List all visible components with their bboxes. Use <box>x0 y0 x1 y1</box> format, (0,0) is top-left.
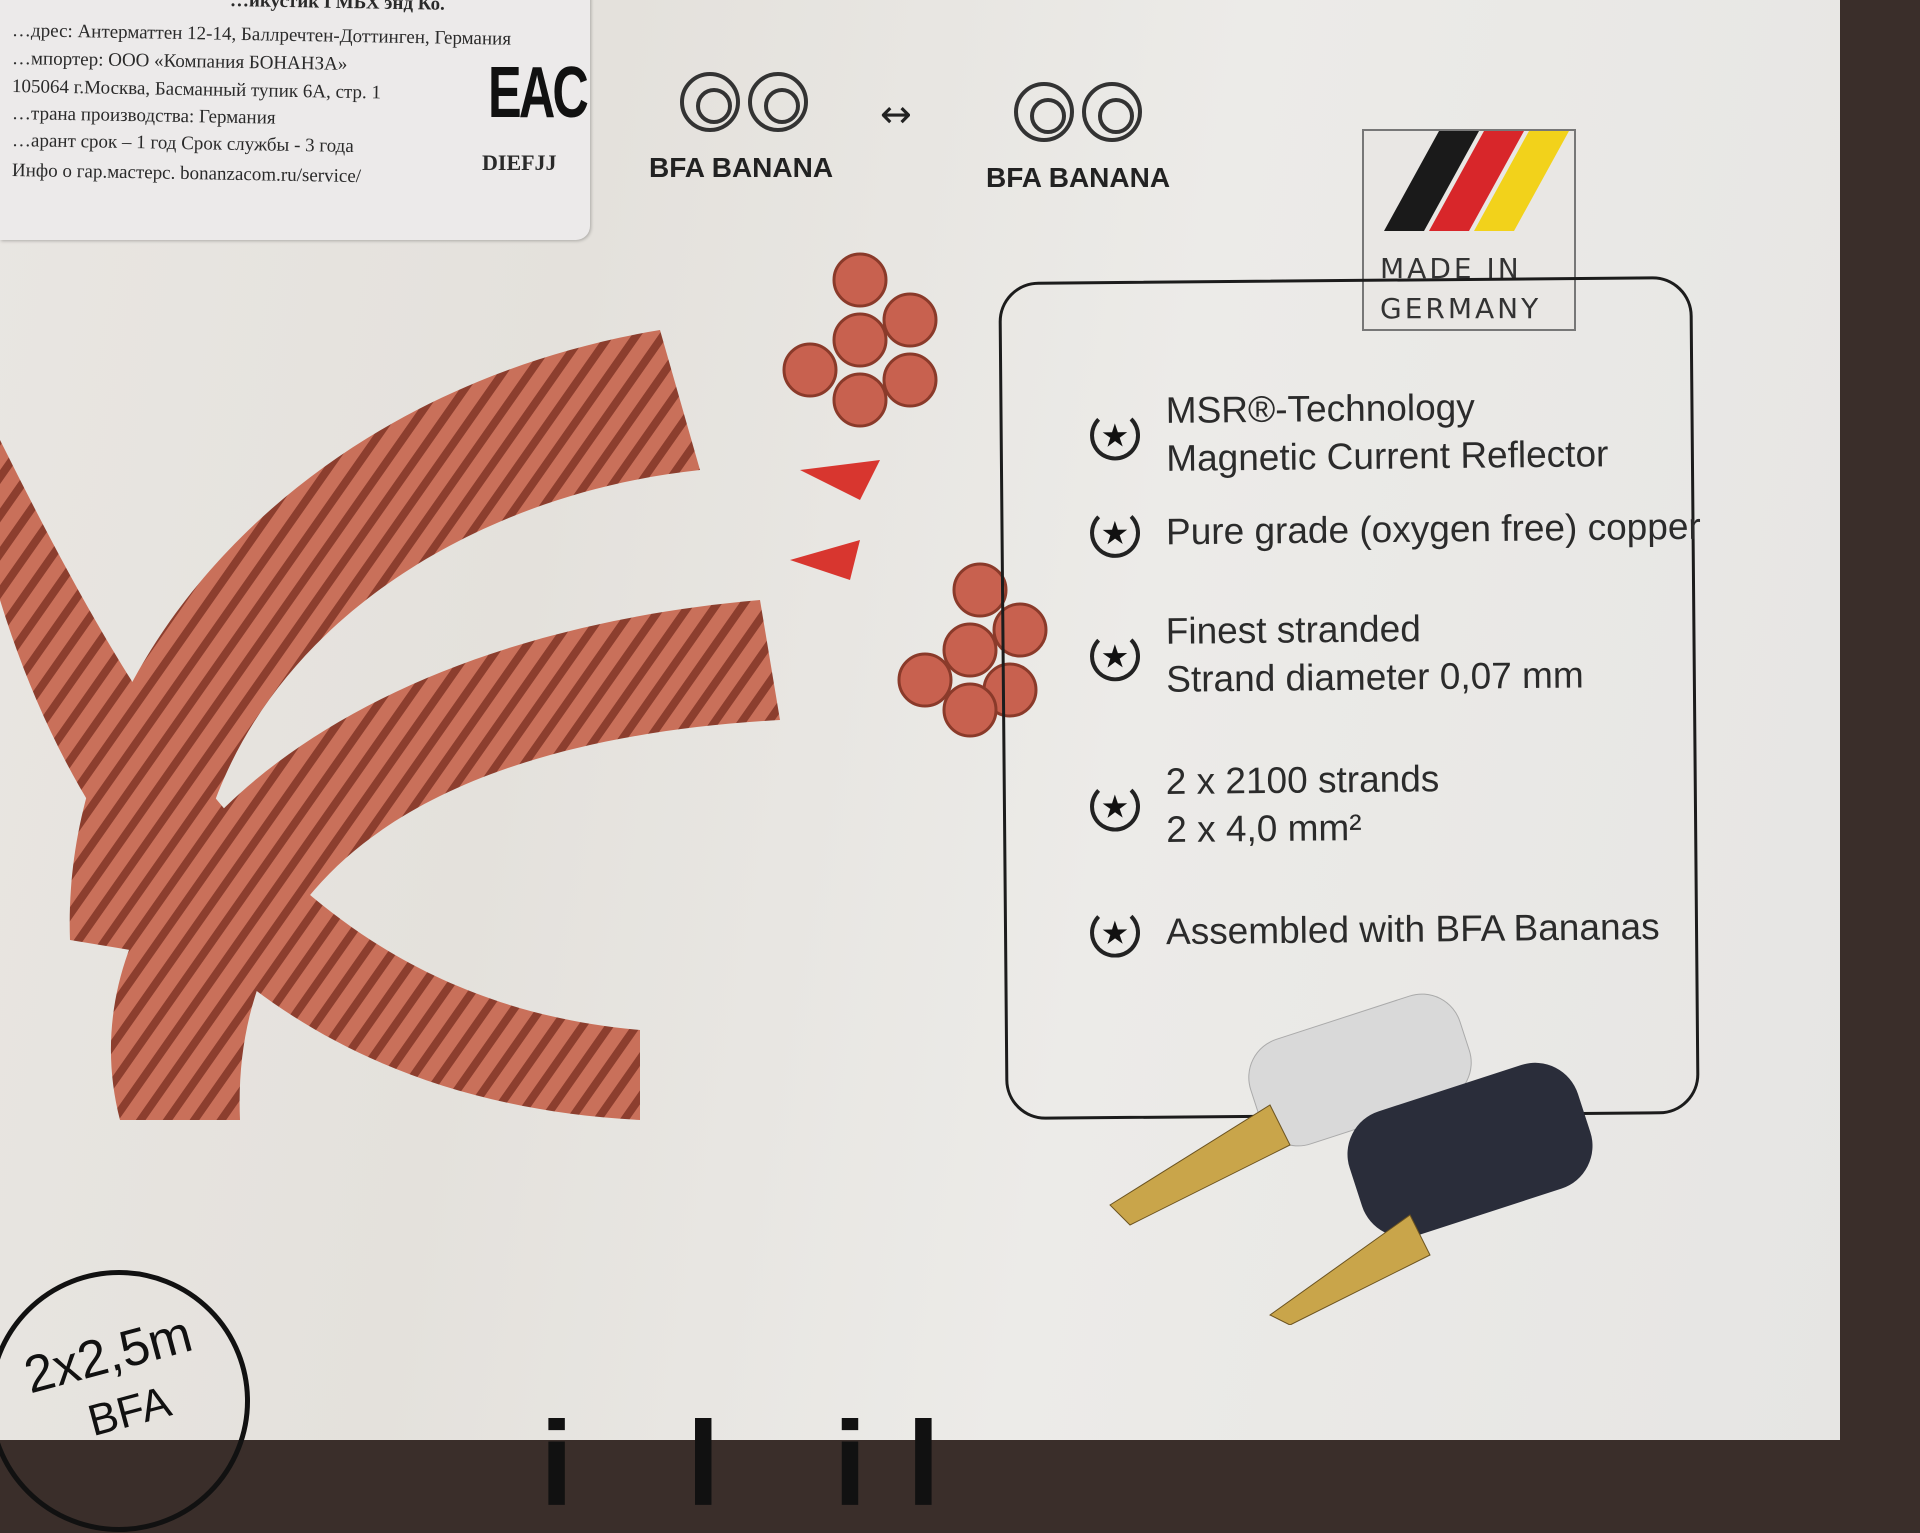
connector-label-right: BFA BANANA <box>986 162 1171 193</box>
sticker-line: Инфо о гар.мастерс. bonanzacom.ru/servic… <box>11 160 362 188</box>
feature-text: Assembled with BFA Bananas <box>1165 906 1660 953</box>
star-icon: ★ <box>1089 410 1141 461</box>
importer-sticker: …икустик ГМБХ энд Ко. …дрес: Антерматтен… <box>0 0 590 240</box>
length-badge: 2x2,5m BFA <box>0 1270 250 1532</box>
magnetic-reflector-arrows <box>790 460 880 580</box>
feature-text: Magnetic Current Reflector <box>1166 433 1609 479</box>
banana-connector-icon <box>680 72 740 132</box>
sticker-line: …арант срок – 1 год Срок службы - 3 года <box>11 130 354 157</box>
feature-item: ★ Assembled with BFA Bananas <box>1089 902 1660 958</box>
feature-text: 2 x 4,0 mm² <box>1166 806 1362 851</box>
sticker-code: DIEFJJ <box>482 150 557 175</box>
feature-item: ★ Pure grade (oxygen free) copper <box>1089 502 1701 559</box>
sticker-line: …дрес: Антерматтен 12-14, Баллречтен-Дот… <box>11 20 512 50</box>
connector-icons-left <box>680 72 808 132</box>
feature-text: MSR®-Technology <box>1165 386 1475 431</box>
sticker-line: …мпортер: ООО «Компания БОНАНЗА» <box>11 48 348 75</box>
connector-label-left: BFA BANANA <box>649 152 834 183</box>
feature-text: Finest stranded <box>1165 608 1421 652</box>
product-box: …икустик ГМБХ энд Ко. …дрес: Антерматтен… <box>0 0 1840 1532</box>
cable-conductor-top <box>69 330 700 960</box>
star-icon: ★ <box>1089 507 1141 559</box>
star-icon: ★ <box>1089 631 1141 682</box>
cable-conductor-bottom <box>110 600 781 1120</box>
made-in-germany-badge: MADE IN GERMANY <box>1362 129 1576 331</box>
star-icon: ★ <box>1089 781 1141 832</box>
sticker-line: …икустик ГМБХ энд Ко. <box>229 0 446 15</box>
banana-connector-icon <box>1082 82 1142 142</box>
eac-mark: EAC <box>488 53 589 133</box>
sticker-line: 105064 г.Москва, Басманный тупик 6А, стр… <box>11 76 382 104</box>
germany-text: GERMANY <box>1380 292 1542 325</box>
german-flag-stripes <box>1384 131 1569 231</box>
banana-connector-icon <box>748 72 808 132</box>
connector-icons-right <box>1014 82 1142 142</box>
product-name-partial: i l il <box>540 1397 981 1531</box>
double-arrow-icon: ↔ <box>880 92 912 136</box>
copper-strands-bottom <box>897 562 1048 738</box>
star-icon: ★ <box>1089 907 1141 958</box>
made-in-text: MADE IN <box>1380 252 1522 285</box>
feature-text: 2 x 2100 strands <box>1165 758 1440 803</box>
sticker-line: …трана производства: Германия <box>11 103 276 129</box>
banana-connector-icon <box>1014 82 1074 142</box>
banana-plugs-image <box>1109 993 1593 1325</box>
feature-text: Pure grade (oxygen free) copper <box>1165 505 1701 553</box>
copper-strands-top <box>782 252 938 428</box>
cable-illustration <box>0 252 1048 1120</box>
feature-text: Strand diameter 0,07 mm <box>1166 654 1584 700</box>
